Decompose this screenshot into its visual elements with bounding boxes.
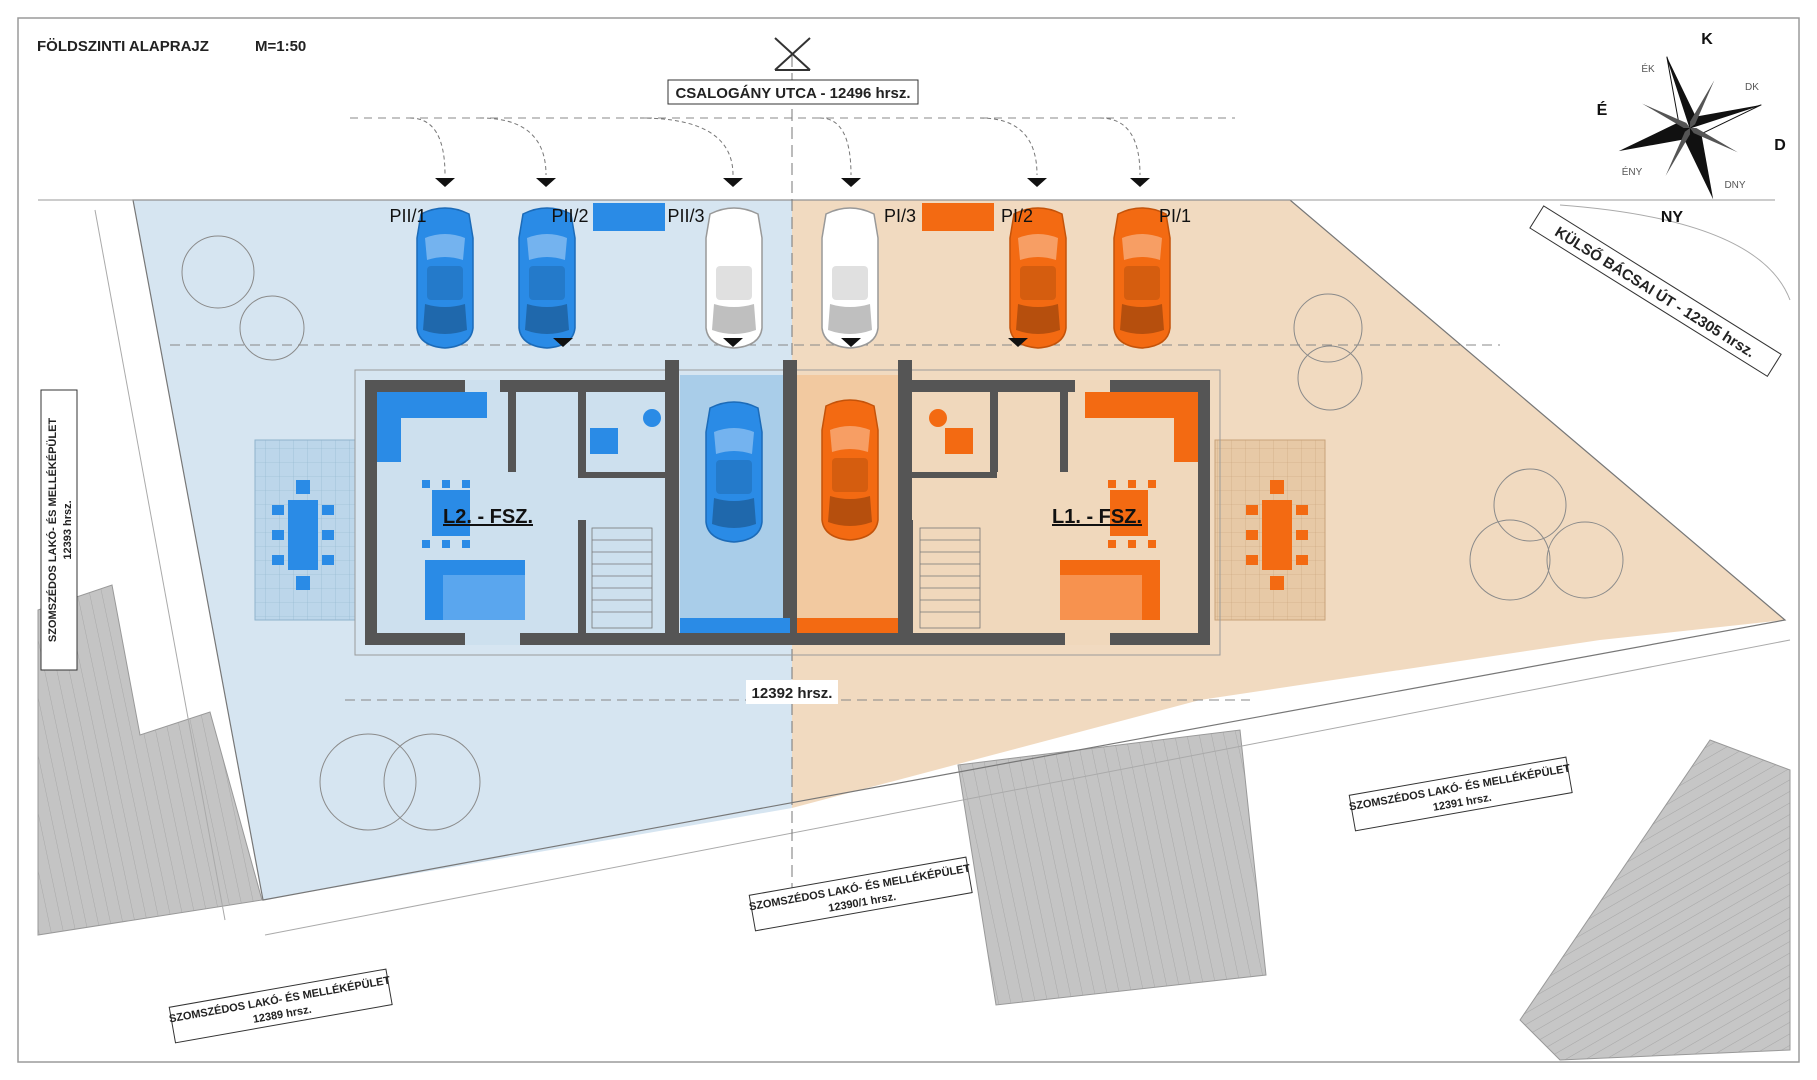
unit-label-right: L1. - FSZ.: [1052, 506, 1142, 528]
neighbor-building-west: [37, 584, 263, 936]
compass-letter-sw: ÉNY: [1622, 165, 1643, 178]
unit-label-left: L2. - FSZ.: [443, 506, 533, 528]
compass-rose-icon: [1618, 56, 1762, 200]
compass-letter-ne: DK: [1745, 82, 1759, 93]
compass-letter-west: É: [1597, 100, 1608, 119]
parking-label-pii3: PII/3: [667, 206, 704, 226]
neighbor-west-line1: SZOMSZÉDOS LAKÓ- ÉS MELLÉKÉPÜLET: [46, 418, 59, 643]
drawing-title: FÖLDSZINTI ALAPRAJZ: [37, 38, 209, 55]
neighbor-building-south: [957, 729, 1267, 1006]
sheet-border: [17, 17, 1800, 1063]
bin-storage-left: [593, 203, 665, 231]
entrance-symbol: [774, 37, 811, 71]
parking-label-pii2: PII/2: [551, 206, 588, 226]
compass-letter-east: D: [1774, 137, 1786, 154]
parking-label-pi3: PI/3: [884, 206, 916, 226]
bin-storage-right: [922, 203, 994, 231]
compass-letter-north: K: [1701, 31, 1713, 48]
street-label-north: CSALOGÁNY UTCA - 12496 hrsz.: [675, 85, 910, 102]
parking-label-pi2: PI/2: [1001, 206, 1033, 226]
plot-number: 12392 hrsz.: [752, 685, 833, 702]
compass-letter-south: NY: [1661, 209, 1684, 226]
building-walls: [272, 360, 1308, 656]
street-label-east: KÜLSŐ BÁCSAI ÚT - 12305 hrsz.: [1552, 223, 1759, 362]
neighbor-west-line2: 12393 hrsz.: [62, 500, 74, 559]
parking-label-pii1: PII/1: [389, 206, 426, 226]
parking-label-pi1: PI/1: [1159, 206, 1191, 226]
neighbor-building-southeast: [1519, 739, 1791, 1061]
compass-letter-se: DNY: [1724, 180, 1745, 191]
compass-letter-nw: ÉK: [1641, 62, 1655, 75]
drawing-scale: M=1:50: [255, 38, 307, 55]
